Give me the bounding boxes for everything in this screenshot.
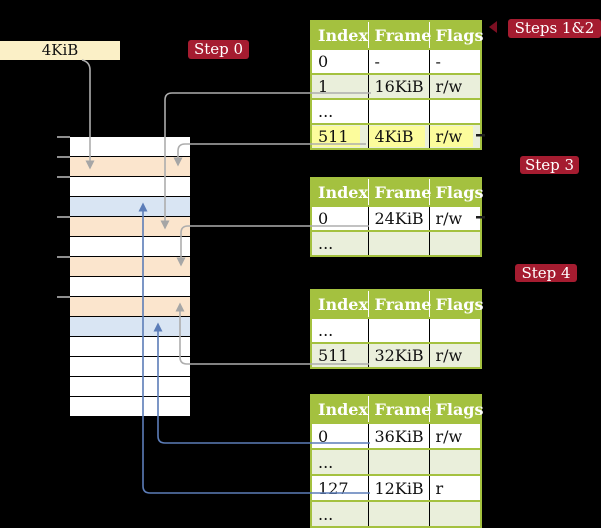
cell-frame: 16KiB	[367, 73, 429, 99]
col-header-flags: Flags	[428, 395, 484, 424]
cell-flags	[428, 230, 481, 256]
page-table-1: Index Frame Flags 0 - - 1 16KiB r/w ... …	[310, 20, 484, 150]
cell-frame: -	[367, 48, 429, 74]
memory-frame-row	[70, 257, 190, 276]
table-header-row: Index Frame Flags	[311, 178, 484, 207]
table-row: 0 36KiB r/w	[311, 422, 481, 449]
memory-frame-row	[70, 217, 190, 236]
col-header-index: Index	[311, 395, 368, 424]
steps-1-2-badge: Steps 1&2	[508, 19, 601, 38]
memory-frame-row	[70, 137, 190, 156]
cell-flags: r/w	[428, 422, 481, 449]
table-row: ...	[311, 98, 481, 124]
cell-frame: 32KiB	[367, 342, 429, 368]
memory-frame-row	[70, 277, 190, 296]
frame-tick	[57, 296, 70, 298]
cell-flags	[428, 98, 481, 124]
cell-frame	[367, 230, 429, 256]
memory-frame-row	[70, 177, 190, 196]
page-table-2: Index Frame Flags 0 24KiB r/w ...	[310, 177, 484, 257]
cell-flags: r/w	[428, 205, 481, 231]
memory-frame-row	[70, 397, 190, 416]
frame-tick	[57, 136, 70, 138]
table-row-highlighted: 511 4KiB r/w	[311, 123, 481, 149]
highlight-mark: 511	[312, 126, 360, 147]
step-3-badge: Step 3	[520, 156, 579, 174]
col-header-frame: Frame	[367, 395, 431, 424]
cell-flags: r	[428, 474, 481, 501]
table-row: 511 32KiB r/w	[311, 342, 481, 368]
col-header-flags: Flags	[428, 21, 484, 50]
table-header-row: Index Frame Flags	[311, 395, 484, 424]
cell-frame	[367, 317, 429, 343]
col-header-frame: Frame	[367, 290, 431, 319]
cell-flags	[428, 500, 481, 527]
memory-frame-row	[70, 337, 190, 356]
page-size-box: 4KiB	[0, 41, 120, 60]
highlight-mark: 4KiB	[369, 126, 425, 147]
table-row: ...	[311, 500, 481, 527]
cell-index: 1	[311, 73, 368, 99]
cell-frame	[367, 98, 429, 124]
memory-frame-row	[70, 377, 190, 396]
cell-index: 0	[311, 48, 368, 74]
frame-tick	[57, 176, 70, 178]
cell-flags: -	[428, 48, 481, 74]
cell-flags: r/w	[428, 342, 481, 368]
physical-memory-column	[70, 137, 190, 417]
cell-flags: r/w	[428, 123, 481, 149]
cell-frame: 12KiB	[367, 474, 429, 501]
frame-tick	[57, 156, 70, 158]
cell-frame	[367, 500, 429, 527]
page-table-3: Index Frame Flags ... 511 32KiB r/w	[310, 289, 484, 369]
cell-flags	[428, 317, 481, 343]
col-header-index: Index	[311, 178, 368, 207]
cell-index: ...	[311, 230, 368, 256]
cell-index: 0	[311, 422, 368, 449]
memory-frame-row	[70, 357, 190, 376]
cell-index: 511	[311, 123, 368, 149]
col-header-frame: Frame	[367, 178, 431, 207]
col-header-flags: Flags	[428, 178, 484, 207]
memory-frame-row	[70, 237, 190, 256]
badge-pointer-fragment	[489, 21, 497, 33]
memory-frame-row	[70, 317, 190, 336]
table-header-row: Index Frame Flags	[311, 290, 484, 319]
cell-index: 511	[311, 342, 368, 368]
cell-flags: r/w	[428, 73, 481, 99]
cell-index: ...	[311, 448, 368, 475]
table-header-row: Index Frame Flags	[311, 21, 484, 50]
table-row: 1 16KiB r/w	[311, 73, 481, 99]
cell-index: ...	[311, 98, 368, 124]
step-4-badge: Step 4	[515, 264, 577, 282]
col-header-index: Index	[311, 21, 368, 50]
cell-frame: 24KiB	[367, 205, 429, 231]
cell-index: 127	[311, 474, 368, 501]
table-row: 0 24KiB r/w	[311, 205, 481, 231]
memory-frame-row	[70, 157, 190, 176]
highlight-mark: r/w	[430, 126, 474, 147]
memory-frame-row	[70, 197, 190, 216]
cell-index: 0	[311, 205, 368, 231]
page-table-4: Index Frame Flags 0 36KiB r/w ... 127 12…	[310, 394, 484, 528]
cell-flags	[428, 448, 481, 475]
col-header-index: Index	[311, 290, 368, 319]
cell-frame	[367, 448, 429, 475]
table-row: ...	[311, 317, 481, 343]
table-row: 127 12KiB r	[311, 474, 481, 501]
col-header-frame: Frame	[367, 21, 431, 50]
cell-frame: 4KiB	[367, 123, 429, 149]
frame-tick	[57, 216, 70, 218]
cell-index: ...	[311, 500, 368, 527]
step-0-badge: Step 0	[188, 40, 249, 59]
memory-frame-row	[70, 297, 190, 316]
cell-index: ...	[311, 317, 368, 343]
table-row: 0 - -	[311, 48, 481, 74]
col-header-flags: Flags	[428, 290, 484, 319]
table-row: ...	[311, 230, 481, 256]
frame-tick	[57, 256, 70, 258]
cell-frame: 36KiB	[367, 422, 429, 449]
table-row: ...	[311, 448, 481, 475]
